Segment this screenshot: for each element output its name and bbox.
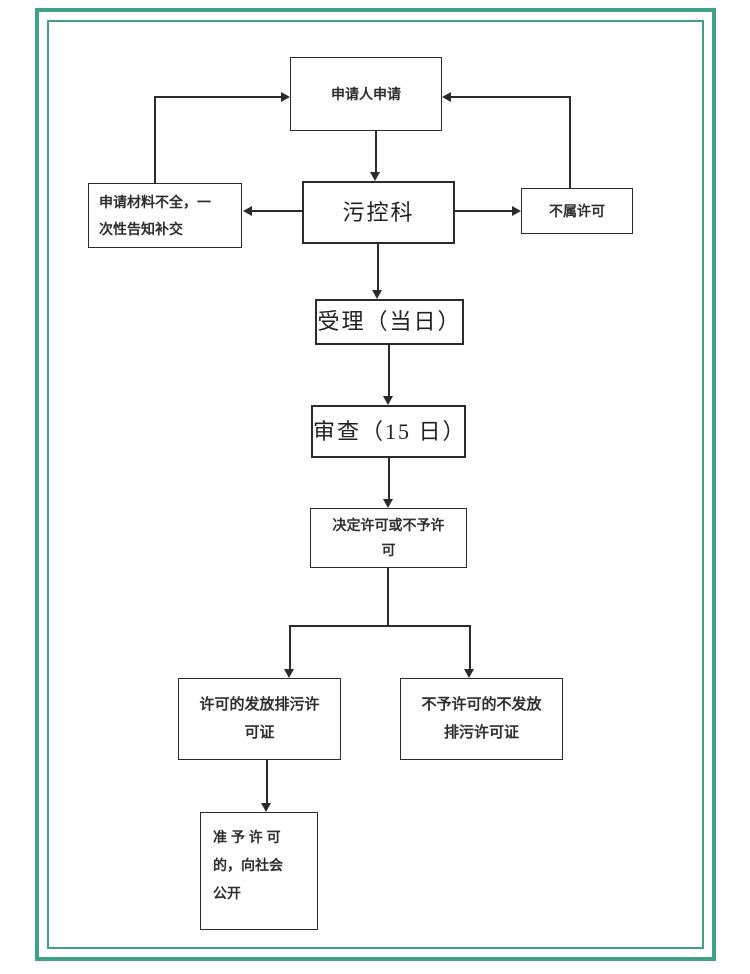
branch-left-arrowhead xyxy=(284,669,294,678)
loop-notpermit-to-applicant-arrowhead xyxy=(442,92,451,102)
node-acceptance: 受理（当日） xyxy=(315,299,464,345)
loop-incomplete-to-applicant-vline xyxy=(154,97,156,183)
connector-grant-to-disclosure-line xyxy=(266,760,268,804)
loop-incomplete-to-applicant-arrowhead xyxy=(281,92,290,102)
connector-applicant-to-pollution-line xyxy=(375,130,377,173)
node-incomplete-materials: 申请材料不全，一 次性告知补交 xyxy=(88,183,242,248)
branch-right-arrowhead xyxy=(464,669,474,678)
connector-pollution-to-notpermit-line xyxy=(454,210,512,212)
connector-decision-down-line xyxy=(387,568,389,626)
connector-acceptance-to-review-line xyxy=(388,345,390,397)
node-pollution-control: 污控科 xyxy=(302,181,455,244)
connector-pollution-to-notpermit-arrowhead xyxy=(512,206,521,216)
loop-notpermit-to-applicant-hline xyxy=(451,96,571,98)
branch-split-hline xyxy=(289,625,471,627)
connector-acceptance-to-review-arrowhead xyxy=(383,396,393,405)
loop-notpermit-to-applicant-vline xyxy=(569,96,571,188)
branch-right-vline xyxy=(469,625,471,670)
node-not-permit-category: 不属许可 xyxy=(521,188,633,234)
node-applicant: 申请人申请 xyxy=(290,57,442,131)
connector-applicant-to-pollution-arrowhead xyxy=(370,172,380,181)
connector-pollution-to-acceptance-line xyxy=(377,244,379,291)
connector-review-to-decision-arrowhead xyxy=(383,499,393,508)
branch-left-vline xyxy=(289,625,291,670)
node-public-disclosure: 准 予 许 可 的，向社会 公开 xyxy=(200,812,318,930)
loop-incomplete-to-applicant-hline xyxy=(154,96,282,98)
node-review: 审查（15 日） xyxy=(311,405,466,458)
connector-pollution-to-incomplete-arrowhead xyxy=(243,206,252,216)
connector-grant-to-disclosure-arrowhead xyxy=(261,803,271,812)
connector-pollution-to-acceptance-arrowhead xyxy=(372,290,382,299)
node-deny-permit: 不予许可的不发放 排污许可证 xyxy=(400,678,563,760)
connector-review-to-decision-line xyxy=(388,458,390,500)
connector-pollution-to-incomplete-line xyxy=(252,210,302,212)
node-decision: 决定许可或不予许 可 xyxy=(310,508,467,568)
node-grant-permit: 许可的发放排污许 可证 xyxy=(178,678,341,760)
